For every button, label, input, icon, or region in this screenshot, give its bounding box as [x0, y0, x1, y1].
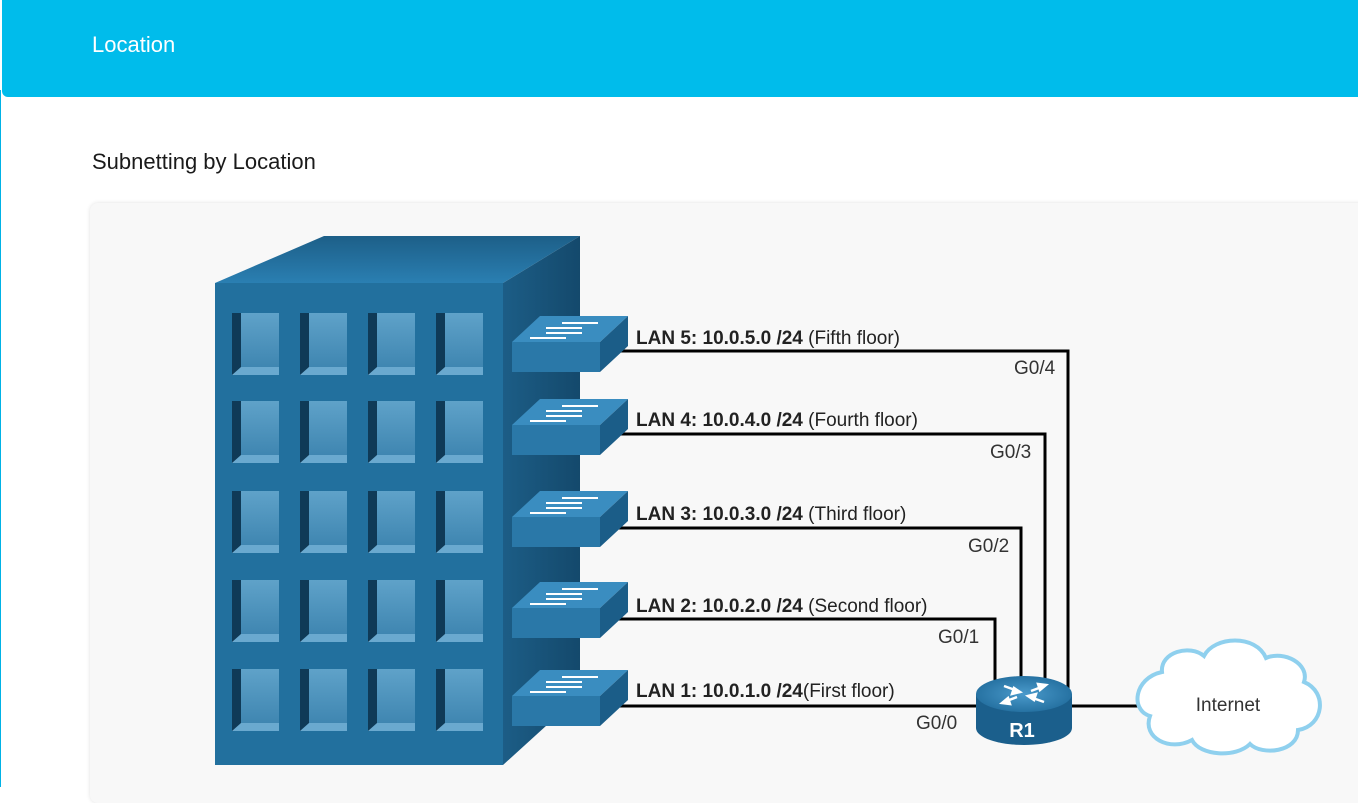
window [436, 491, 483, 553]
building-windows [232, 313, 483, 731]
window [232, 669, 279, 731]
window [436, 313, 483, 375]
lan1-label: LAN 1: 10.0.1.0 /24(First floor) [636, 681, 895, 702]
switch-arrows-icon [530, 497, 598, 514]
port-g04: G0/4 [1014, 358, 1056, 379]
window [368, 313, 415, 375]
window [368, 669, 415, 731]
router-arrows-icon [998, 682, 1050, 706]
window [368, 491, 415, 553]
port-g01: G0/1 [938, 627, 979, 648]
links [600, 349, 1145, 708]
window [436, 580, 483, 642]
window [232, 313, 279, 375]
section-subtitle: Subnetting by Location [92, 149, 316, 174]
link-lan5 [600, 349, 1070, 690]
switch-arrows-icon [530, 676, 598, 693]
switch-arrows-icon [530, 588, 598, 605]
port-g00: G0/0 [916, 713, 957, 734]
switches [512, 316, 628, 726]
window [368, 401, 415, 463]
port-g02: G0/2 [968, 536, 1009, 557]
left-border [0, 90, 1, 787]
internet-cloud: Internet [1135, 638, 1322, 756]
switch-lan2 [512, 582, 628, 638]
router-r1: R1 [976, 676, 1072, 745]
window [300, 401, 347, 463]
window [232, 491, 279, 553]
router-top [976, 676, 1072, 712]
building-roof [215, 236, 580, 283]
switch-lan1 [512, 670, 628, 726]
header-bar: Location [2, 0, 1358, 97]
switch-lan5 [512, 316, 628, 372]
window [300, 580, 347, 642]
link-lan3 [600, 526, 1023, 690]
building [215, 236, 580, 765]
switch-arrows-icon [530, 322, 598, 339]
link-lan2 [600, 617, 997, 690]
lan2-label: LAN 2: 10.0.2.0 /24 (Second floor) [636, 596, 928, 617]
lan5-label: LAN 5: 10.0.5.0 /24 (Fifth floor) [636, 328, 900, 349]
window [436, 401, 483, 463]
router-label: R1 [1009, 720, 1035, 742]
window [436, 669, 483, 731]
port-g03: G0/3 [990, 442, 1031, 463]
lan-labels: LAN 5: 10.0.5.0 /24 (Fifth floor) LAN 4:… [636, 328, 928, 702]
window [232, 580, 279, 642]
page-title: Location [92, 32, 176, 57]
window [300, 491, 347, 553]
window [368, 580, 415, 642]
switch-arrows-icon [530, 405, 598, 422]
port-labels: G0/4 G0/3 G0/2 G0/1 G0/0 [916, 358, 1056, 734]
cloud-icon [1135, 638, 1322, 756]
lan3-label: LAN 3: 10.0.3.0 /24 (Third floor) [636, 504, 906, 525]
cloud-label: Internet [1196, 695, 1261, 716]
lan4-label: LAN 4: 10.0.4.0 /24 (Fourth floor) [636, 410, 918, 431]
window [300, 669, 347, 731]
window [232, 401, 279, 463]
window [300, 313, 347, 375]
switch-lan3 [512, 491, 628, 547]
link-lan4 [600, 432, 1047, 690]
switch-lan4 [512, 399, 628, 455]
